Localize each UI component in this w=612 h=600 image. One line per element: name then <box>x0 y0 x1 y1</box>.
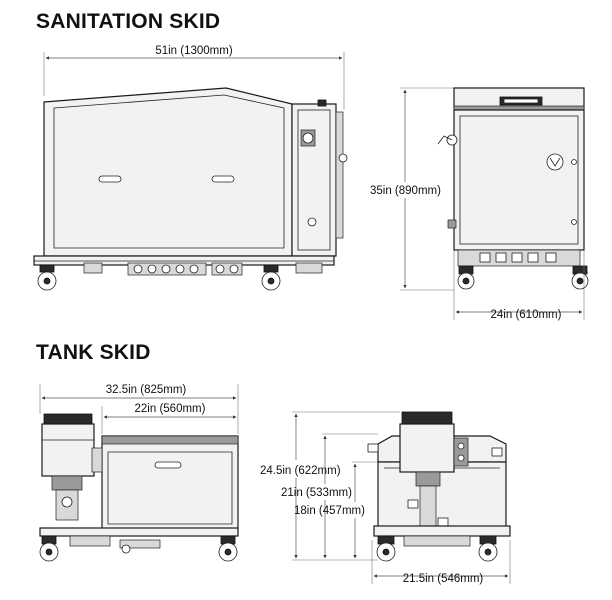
sanitation-skid-end-view <box>400 87 589 320</box>
tank-body-width-label: 22in (560mm) <box>135 403 206 415</box>
sanitation-width-label: 51in (1300mm) <box>155 45 233 57</box>
tank-height-body-label: 21in (533mm) <box>281 487 352 499</box>
sanitation-skid-side-view <box>33 52 348 291</box>
sanitation-depth-label: 24in (610mm) <box>491 309 562 321</box>
tank-skid-side-view <box>39 384 239 562</box>
sanitation-height-label: 35in (890mm) <box>370 185 441 197</box>
tank-height-base-label: 18in (457mm) <box>294 505 365 517</box>
tank-overall-width-label: 32.5in (825mm) <box>106 384 187 396</box>
tank-skid-heading: TANK SKID <box>36 341 151 364</box>
tank-skid-end-view <box>292 411 511 584</box>
sanitation-skid-heading: SANITATION SKID <box>36 10 221 33</box>
tank-depth-label: 21.5in (546mm) <box>403 573 484 585</box>
tank-height-motor-label: 24.5in (622mm) <box>260 465 341 477</box>
